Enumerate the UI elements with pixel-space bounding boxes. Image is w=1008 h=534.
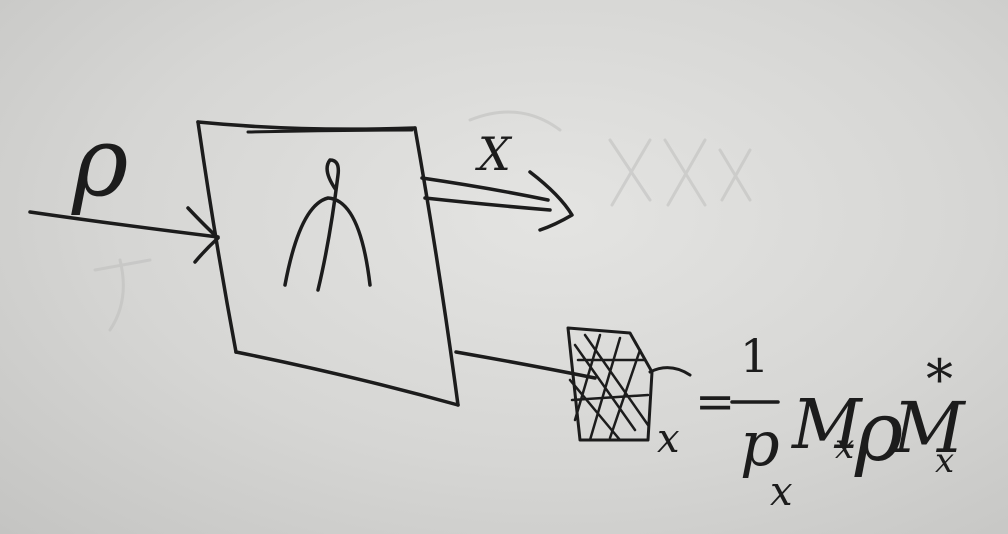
fraction-denominator: p — [740, 407, 780, 480]
operator-m: M — [790, 386, 864, 465]
dagger-superscript: * — [926, 348, 953, 411]
input-arrow — [28, 206, 220, 264]
middle-rho: ρ — [854, 385, 903, 480]
box-label-glyph — [283, 158, 372, 292]
output-arrow — [420, 170, 574, 232]
scribbled-box — [566, 326, 692, 442]
operation-box — [196, 120, 460, 407]
operator-m-sub: x — [835, 427, 854, 467]
fraction-numerator: 1 — [740, 329, 769, 383]
equation-state: ρ — [639, 431, 642, 433]
connector-line — [454, 350, 597, 380]
erased-marks — [93, 110, 752, 332]
operator-m-dagger: M — [891, 387, 967, 469]
output-label: X — [475, 127, 513, 181]
equation: ρ x = 1 p x M x ρ M * x — [639, 329, 967, 515]
fraction-denominator-sub: x — [770, 469, 793, 515]
input-label: ρ — [71, 106, 128, 218]
equation-state-sub: x — [657, 416, 680, 462]
dagger-subscript: x — [935, 441, 954, 481]
equals-sign: = — [695, 374, 735, 430]
